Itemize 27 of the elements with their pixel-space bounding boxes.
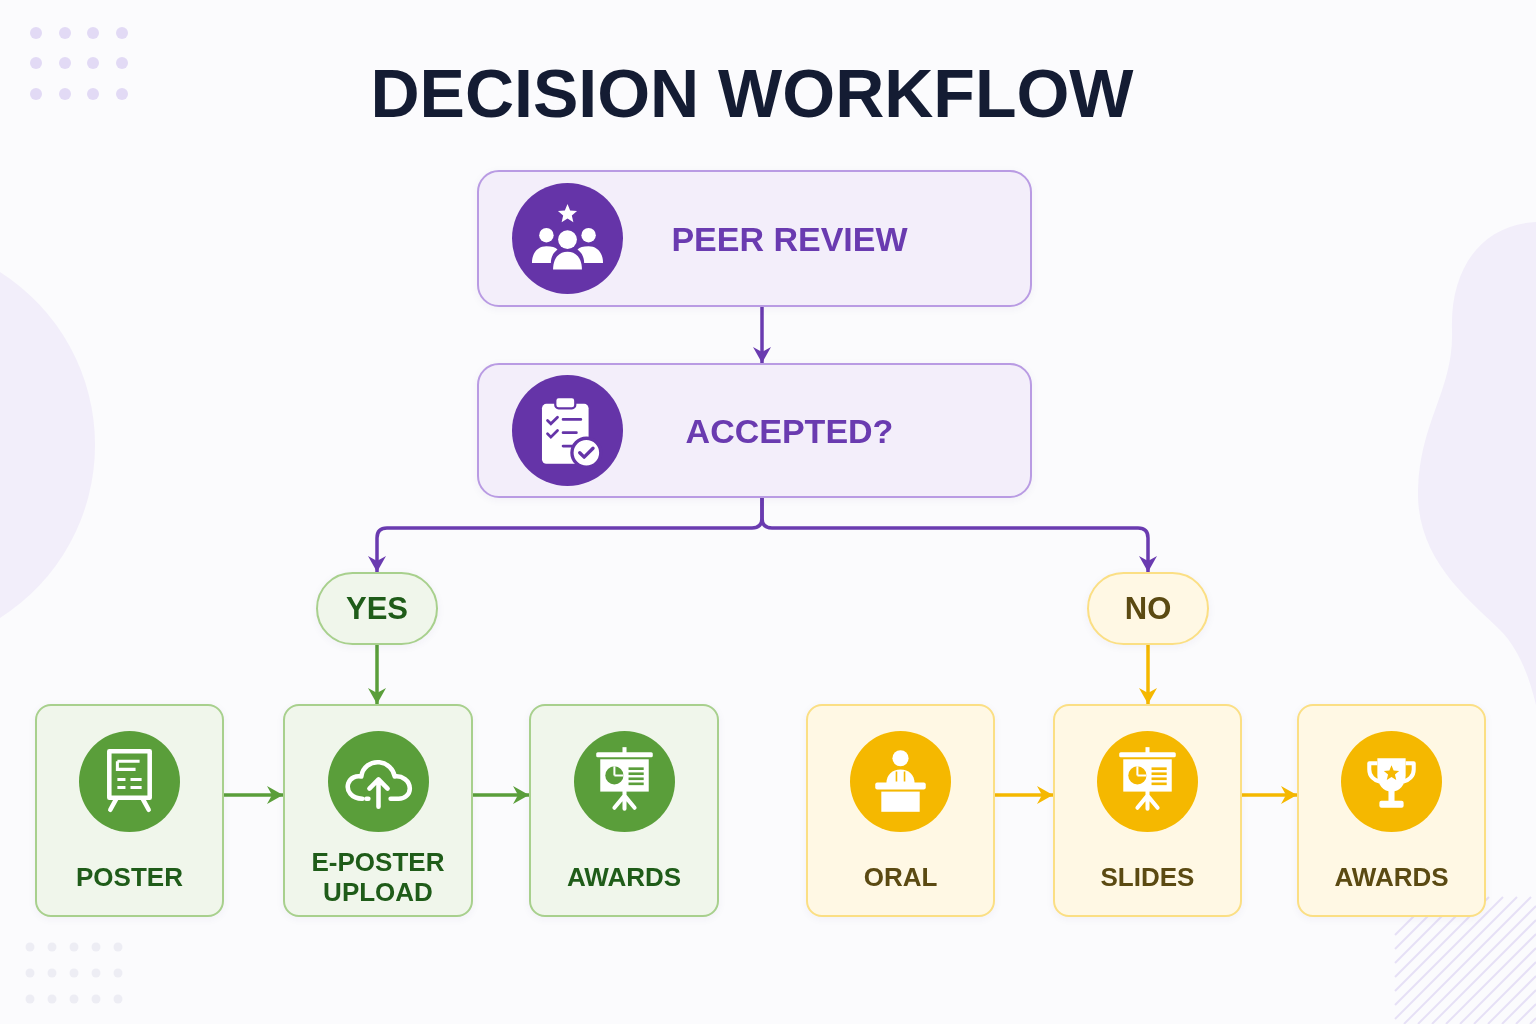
outcome-label: YES	[346, 590, 408, 627]
step-card	[806, 704, 995, 917]
arrow	[473, 786, 529, 804]
outcome-label: NO	[1124, 590, 1172, 627]
arrow	[760, 498, 1157, 572]
step-title: ACCEPTED?	[685, 410, 894, 451]
arrow	[995, 786, 1053, 804]
step-title: ORAL	[863, 862, 938, 892]
arrow	[1139, 645, 1157, 704]
step-card	[1297, 704, 1486, 917]
step-title: E-POSTER UPLOAD	[310, 847, 446, 907]
diagram-title: DECISION WORKFLOW	[370, 55, 1134, 131]
arrow	[1242, 786, 1297, 804]
process-box	[477, 170, 1032, 307]
step-title: AWARDS	[1334, 862, 1449, 892]
step-card	[35, 704, 224, 917]
step-title: PEER REVIEW	[671, 218, 908, 259]
arrow	[224, 786, 283, 804]
step-card	[283, 704, 473, 917]
process-box	[477, 363, 1032, 498]
step-title: SLIDES	[1100, 862, 1195, 892]
step-title: POSTER	[76, 862, 183, 892]
step-title: AWARDS	[566, 862, 682, 892]
arrow	[368, 645, 386, 704]
step-card	[529, 704, 719, 917]
arrow	[753, 307, 771, 363]
step-card	[1053, 704, 1242, 917]
